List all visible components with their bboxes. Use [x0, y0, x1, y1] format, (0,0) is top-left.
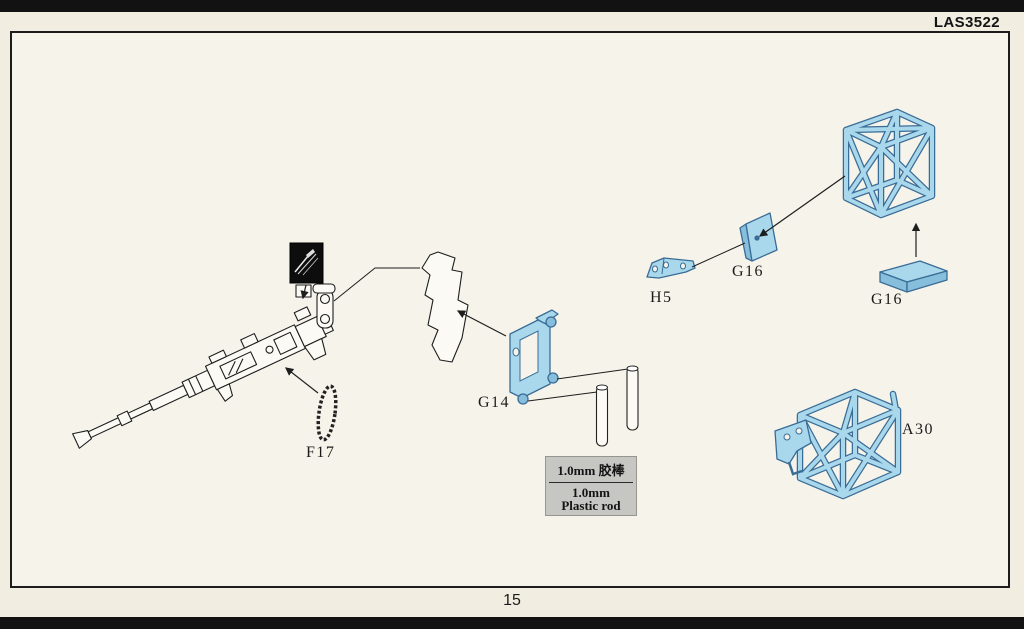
note-line-cn: 1.0mm 胶棒 [549, 457, 633, 483]
part-label-g16-lower: G16 [871, 291, 904, 308]
frame-part-a30 [774, 388, 902, 500]
wedge-part-g16 [739, 212, 778, 262]
receiver-outline-part [421, 251, 469, 363]
part-label-g14: G14 [478, 394, 511, 411]
material-note-box: 1.0mm 胶棒 1.0mm Plastic rod [545, 456, 637, 516]
chain-part-f17 [316, 384, 338, 442]
photo-inset [289, 242, 324, 284]
tray-part-g16 [879, 260, 948, 293]
kit-code: LAS3522 [933, 14, 1000, 31]
note-line-size: 1.0mm [572, 485, 610, 500]
note-line-en: Plastic rod [561, 498, 621, 513]
strip-part-h5 [646, 257, 696, 279]
page-number: 15 [493, 592, 531, 610]
bracket-part-g14 [509, 309, 559, 405]
frame-cube-part [842, 108, 936, 219]
assembly-arrows [285, 175, 921, 394]
bottom-black-bar [0, 617, 1024, 629]
part-label-a30: A30 [902, 421, 935, 438]
part-label-h5: H5 [650, 289, 673, 306]
machine-gun-drawing [72, 306, 334, 449]
plastic-rods [527, 365, 639, 447]
part-label-f17: F17 [306, 444, 336, 461]
top-black-bar [0, 0, 1024, 12]
part-label-g16-upper: G16 [732, 263, 765, 280]
